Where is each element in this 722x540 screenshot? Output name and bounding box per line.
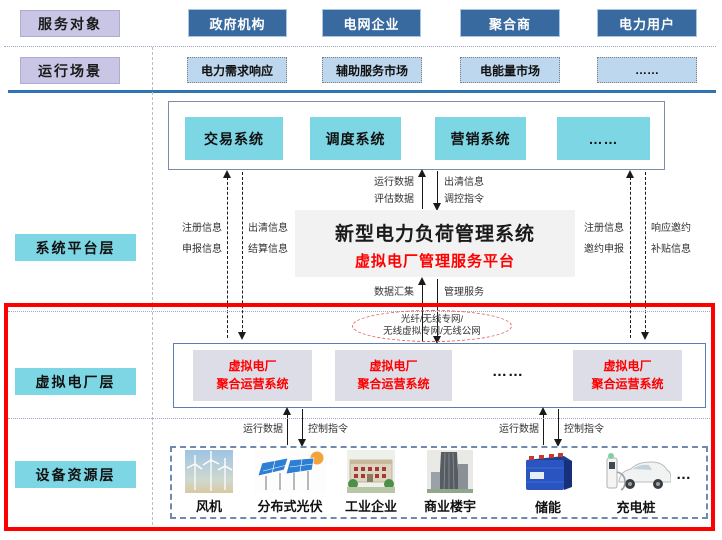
device-item-storage: 储能	[519, 450, 577, 516]
flow-label: 结算信息	[248, 244, 288, 255]
flow-label: 调控指令	[444, 194, 484, 205]
arrow-right-up	[626, 170, 635, 338]
arrow-topcenter-down	[433, 171, 442, 211]
solar-pv-icon	[254, 450, 326, 493]
device-label: 工业企业	[345, 499, 398, 514]
device-item-charger: 充电桩	[600, 450, 672, 516]
flow-label: 运行数据	[243, 424, 283, 435]
flow-label: 补贴信息	[651, 244, 691, 255]
flow-label: 出清信息	[444, 177, 484, 188]
service-box-government: 政府机构	[188, 9, 287, 37]
vpp-box-line1: 虚拟电厂	[369, 359, 418, 374]
device-label: 风机	[195, 499, 222, 514]
industrial-enterprise-icon	[347, 450, 395, 493]
vpp-box-3: 虚拟电厂 聚合运营系统	[573, 350, 682, 401]
center-system-subtitle: 虚拟电厂管理服务平台	[354, 253, 515, 270]
red-highlight-border	[4, 303, 715, 531]
vpp-box-1: 虚拟电厂 聚合运营系统	[193, 350, 312, 401]
service-box-aggregator: 聚合商	[460, 9, 560, 37]
network-line2: 无线虚拟专网/无线公网	[383, 326, 481, 337]
scenario-box-demand-response: 电力需求响应	[187, 57, 287, 83]
arrow-left-up	[223, 170, 232, 338]
flow-label: 运行数据	[499, 424, 539, 435]
vpp-box-line2: 聚合运营系统	[357, 376, 430, 391]
device-label: 充电桩	[616, 500, 656, 515]
device-label: 商业楼宇	[424, 499, 477, 514]
center-system-title: 新型电力负荷管理系统	[334, 224, 535, 245]
separator-blue-bar	[8, 90, 716, 93]
scenario-box-more: ……	[597, 57, 697, 83]
device-label: 储能	[534, 500, 561, 515]
system-box-trading: 交易系统	[185, 117, 283, 160]
flow-label: 控制指令	[308, 424, 348, 435]
arrow-vpp2-down	[554, 409, 563, 447]
flow-label: 数据汇集	[374, 287, 414, 298]
separator-vertical-dashed	[152, 47, 153, 525]
layer-label-vpp: 虚拟电厂层	[15, 368, 136, 395]
energy-storage-icon	[520, 450, 576, 494]
arrow-vpp1-down	[298, 409, 307, 447]
service-box-power-user: 电力用户	[597, 9, 697, 37]
flow-label: 出清信息	[248, 223, 288, 234]
vpp-box-line1: 虚拟电厂	[228, 359, 277, 374]
arrow-left-down	[238, 172, 247, 340]
service-box-grid-enterprise: 电网企业	[322, 9, 421, 37]
vpp-box-line1: 虚拟电厂	[603, 359, 652, 374]
arrow-topcenter-up	[418, 169, 427, 209]
flow-label: 注册信息	[182, 223, 222, 234]
flow-label: 邀约申报	[584, 244, 624, 255]
vpp-box-line2: 聚合运营系统	[591, 376, 664, 391]
flow-label: 注册信息	[584, 223, 624, 234]
scenario-row-label: 运行场景	[20, 57, 120, 84]
device-item-commercial: 商业楼宇	[424, 450, 476, 515]
system-box-dispatch: 调度系统	[310, 117, 401, 160]
device-item-wind: 风机	[183, 450, 235, 515]
arrow-right-down	[641, 172, 650, 340]
separator-dotted-2	[8, 311, 710, 312]
commercial-building-icon	[427, 450, 473, 493]
communication-network-ellipse: 光纤/无线专网/ 无线虚拟专网/无线公网	[352, 310, 512, 342]
network-line1: 光纤/无线专网/	[400, 313, 464, 325]
flow-label: 运行数据	[374, 177, 414, 188]
device-item-industrial: 工业企业	[345, 450, 397, 515]
ev-charger-icon	[601, 450, 671, 494]
flow-label: 申报信息	[182, 244, 222, 255]
flow-label: 控制指令	[564, 424, 604, 435]
system-box-more: ……	[557, 117, 650, 160]
wind-turbine-icon	[185, 450, 233, 493]
system-box-marketing: 营销系统	[435, 117, 526, 160]
arrow-vpp1-up	[283, 407, 292, 445]
layer-label-device: 设备资源层	[15, 461, 136, 488]
device-item-solar: 分布式光伏	[252, 450, 328, 515]
scenario-box-energy-market: 电能量市场	[460, 57, 560, 83]
vpp-box-line2: 聚合运营系统	[216, 376, 289, 391]
separator-dotted-1	[4, 46, 716, 47]
flow-label: 管理服务	[444, 287, 484, 298]
device-label: 分布式光伏	[257, 499, 323, 514]
vpp-ellipsis: ……	[492, 363, 524, 380]
service-row-label: 服务对象	[20, 10, 120, 37]
arrow-vpp2-up	[539, 407, 548, 445]
device-ellipsis: …	[676, 466, 692, 483]
flow-label: 评估数据	[374, 194, 414, 205]
flow-label: 响应邀约	[651, 223, 691, 234]
vpp-box-2: 虚拟电厂 聚合运营系统	[335, 350, 452, 401]
scenario-box-ancillary-market: 辅助服务市场	[322, 57, 422, 83]
center-system-box: 新型电力负荷管理系统 虚拟电厂管理服务平台	[295, 210, 575, 277]
layer-label-platform: 系统平台层	[15, 234, 136, 261]
separator-dotted-3	[8, 418, 710, 419]
